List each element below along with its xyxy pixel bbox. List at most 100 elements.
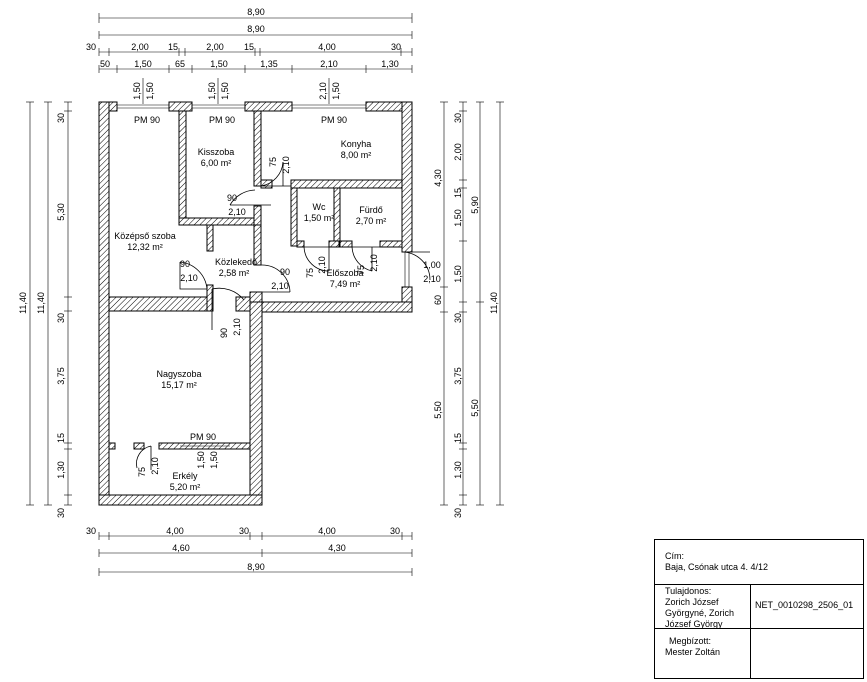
top-dim-seg: 1,30 <box>381 59 399 69</box>
right-dim-seg: 30 <box>453 113 463 123</box>
top-dim-seg: 1,50 <box>134 59 152 69</box>
right-dimensions: 4,30 60 5,50 30 2,00 15 1,50 1,50 30 3,7… <box>433 101 504 518</box>
door-height: 2,10 <box>281 156 291 174</box>
top-dim-total-2: 8,90 <box>247 24 265 34</box>
room-area: 12,32 m² <box>127 242 163 252</box>
room-name: Középső szoba <box>114 231 176 241</box>
room-name: Wc <box>313 202 326 212</box>
window-dim: 1,50 <box>331 82 341 100</box>
bottom-dim-seg: 4,00 <box>318 526 336 536</box>
right-dim-seg: 1,50 <box>453 265 463 283</box>
top-dimensions: 8,90 8,90 30 2,00 15 2,00 15 4,00 30 50 … <box>86 7 413 104</box>
window-dim: 1,50 <box>132 82 142 100</box>
window-tag: PM 90 <box>321 115 347 125</box>
window-dim: 1,50 <box>207 82 217 100</box>
room-name: Előszoba <box>326 268 363 278</box>
door-swings <box>136 161 431 470</box>
top-dim-seg: 15 <box>244 42 254 52</box>
room-name: Nagyszoba <box>156 369 201 379</box>
door-width: 75 <box>268 157 278 167</box>
title-block-owner-row: Tulajdonos: Zorich József Györgyné, Zori… <box>655 584 863 629</box>
top-dim-total-1: 8,90 <box>247 7 265 17</box>
room-name: Erkély <box>172 471 198 481</box>
right-dim-seg: 1,50 <box>453 209 463 227</box>
right-dim-seg: 4,30 <box>433 169 443 187</box>
right-dim-seg: 5,90 <box>470 196 480 214</box>
title-block: Cím: Baja, Csónak utca 4. 4/12 Tulajdono… <box>654 539 864 679</box>
door-width: 75 <box>305 268 315 278</box>
right-dim-seg: 5,50 <box>433 401 443 419</box>
door-height: 2,10 <box>150 457 160 475</box>
top-dim-seg: 2,00 <box>206 42 224 52</box>
door-width: 90 <box>180 259 190 269</box>
windows <box>117 104 410 447</box>
bottom-dim-total: 8,90 <box>247 562 265 572</box>
left-dim-seg: 5,30 <box>56 203 66 221</box>
bottom-dim-seg: 4,60 <box>172 543 190 553</box>
right-dim-seg: 15 <box>453 188 463 198</box>
left-dim-seg: 30 <box>56 508 66 518</box>
door-height: 2,10 <box>232 318 242 336</box>
bottom-dim-seg: 30 <box>86 526 96 536</box>
door-width: 90 <box>227 193 237 203</box>
right-dim-seg: 60 <box>433 295 443 305</box>
left-dim-seg: 1,30 <box>56 461 66 479</box>
top-dim-seg: 30 <box>86 42 96 52</box>
door-height: 2,10 <box>228 207 246 217</box>
right-dim-seg: 5,50 <box>470 399 480 417</box>
window-dim: 1,50 <box>209 451 219 469</box>
door-labels: 90 2,10 75 2,10 90 2,10 90 2,10 75 2,10 … <box>137 156 441 477</box>
owner-line: Zorich József <box>665 597 719 607</box>
window-dim: 1,50 <box>196 451 206 469</box>
right-dim-seg: 3,75 <box>453 367 463 385</box>
reference-number: NET_0010298_2506_01 <box>755 600 854 610</box>
room-area: 6,00 m² <box>201 158 232 168</box>
door-height: 2,10 <box>423 274 441 284</box>
title-block-address-row: Cím: Baja, Csónak utca 4. 4/12 <box>655 540 863 585</box>
agent-value: Mester Zoltán <box>665 647 721 657</box>
window-tag: PM 90 <box>134 115 160 125</box>
top-dim-seg: 4,00 <box>318 42 336 52</box>
top-dim-seg: 2,10 <box>320 59 338 69</box>
owners-label: Tulajdonos: <box>665 586 712 596</box>
room-name: Fürdő <box>359 205 383 215</box>
left-dim-seg: 3,75 <box>56 367 66 385</box>
window-dim: 2,10 <box>318 82 328 100</box>
door-width: 75 <box>356 265 366 275</box>
door-width: 90 <box>280 267 290 277</box>
left-dim-seg: 30 <box>56 313 66 323</box>
room-area: 5,20 m² <box>170 482 201 492</box>
door-height: 2,10 <box>369 254 379 272</box>
address-label: Cím: <box>665 551 684 561</box>
room-area: 8,00 m² <box>341 150 372 160</box>
window-dim: 1,50 <box>145 82 155 100</box>
window-tag: PM 90 <box>209 115 235 125</box>
right-dim-seg: 30 <box>453 508 463 518</box>
address-value: Baja, Csónak utca 4. 4/12 <box>665 562 769 572</box>
owner-line: Györgyné, Zorich <box>665 608 735 618</box>
door-width: 90 <box>219 328 229 338</box>
left-dim-total: 11,40 <box>18 292 28 314</box>
room-name: Közlekedő <box>215 257 257 267</box>
room-name: Konyha <box>341 139 372 149</box>
window-dim: 1,50 <box>220 82 230 100</box>
bottom-dimensions: 30 4,00 30 4,00 30 4,60 4,30 8,90 <box>86 526 413 576</box>
left-dim-seg: 30 <box>56 113 66 123</box>
room-area: 2,70 m² <box>356 216 387 226</box>
door-height: 2,10 <box>180 273 198 283</box>
bottom-dim-seg: 4,00 <box>166 526 184 536</box>
left-dim-seg: 15 <box>56 433 66 443</box>
bottom-dim-seg: 30 <box>239 526 249 536</box>
left-dimensions: 11,40 11,40 30 5,30 30 3,75 15 1,30 30 <box>18 101 72 518</box>
room-area: 1,50 m² <box>304 213 335 223</box>
right-dim-seg: 1,30 <box>453 461 463 479</box>
right-dim-seg: 15 <box>453 433 463 443</box>
top-dim-seg: 1,50 <box>210 59 228 69</box>
owner-line: József György <box>665 619 723 629</box>
door-height: 2,10 <box>317 256 327 274</box>
door-width: 1,00 <box>423 260 441 270</box>
right-dim-seg: 2,00 <box>453 143 463 161</box>
top-dim-seg: 2,00 <box>131 42 149 52</box>
right-dim-seg: 30 <box>453 313 463 323</box>
